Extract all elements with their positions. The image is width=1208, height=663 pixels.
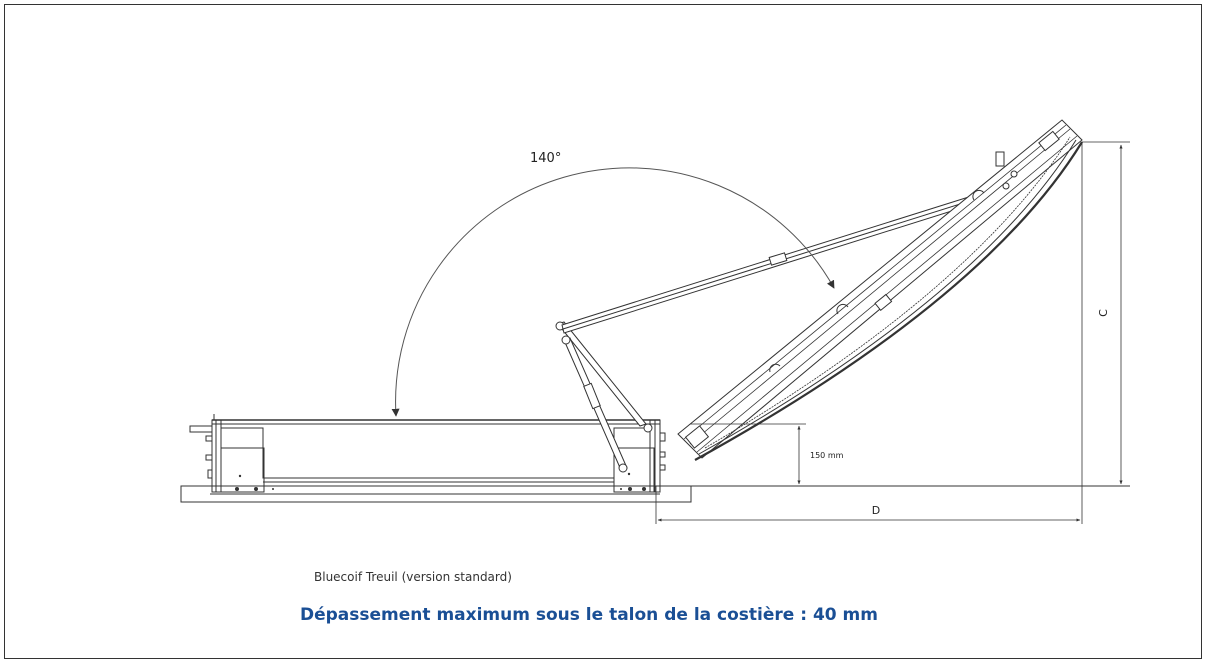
- dim-150-label: 150 mm: [810, 451, 844, 460]
- angle-arc: [391, 167, 835, 417]
- curb-bolts: [235, 472, 646, 491]
- drawing-frame: [4, 4, 1202, 659]
- curb-frame: [180, 414, 692, 503]
- dimension-150mm: 150 mm: [690, 423, 844, 485]
- opening-angle: 140°: [391, 151, 835, 417]
- angle-label: 140°: [530, 151, 561, 166]
- dim-d-label: D: [872, 504, 880, 517]
- overhang-note: Dépassement maximum sous le talon de la …: [300, 605, 878, 625]
- winch-arm: [561, 183, 1013, 334]
- gas-spring: [555, 321, 653, 473]
- dim-c-label: C: [1097, 309, 1110, 317]
- dimension-c: C: [1081, 141, 1130, 524]
- hatch-lid: [677, 119, 1083, 461]
- dimension-d: D: [655, 486, 1081, 524]
- product-caption: Bluecoif Treuil (version standard): [314, 570, 512, 584]
